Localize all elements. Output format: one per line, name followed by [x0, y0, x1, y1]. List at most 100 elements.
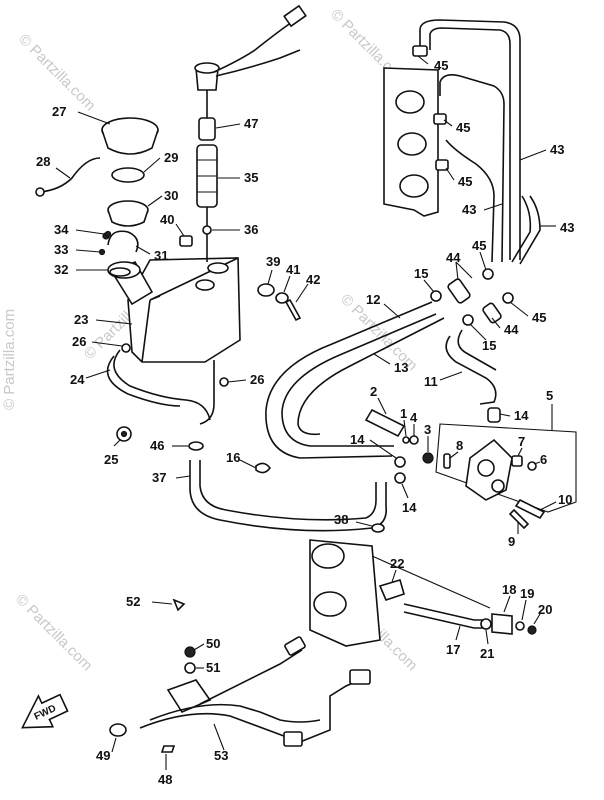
oil-cap-skirt: [101, 129, 159, 155]
callout-16: 16: [226, 450, 240, 465]
upper-port-2: [397, 132, 427, 156]
connector-bottom: [283, 731, 303, 747]
lead-23: [95, 319, 133, 325]
lead-44a: [455, 261, 473, 281]
lead-43b: [483, 203, 503, 211]
nut-3: [422, 452, 434, 464]
lead-43a: [519, 149, 547, 161]
lead-33: [75, 249, 101, 253]
grommet-39: [257, 283, 275, 297]
callout-45b: 45: [456, 120, 470, 135]
sensor-unit: [166, 679, 212, 714]
callout-29: 29: [164, 150, 178, 165]
callout-42: 42: [306, 272, 320, 287]
bolt-50: [184, 646, 196, 658]
lead-24: [85, 369, 111, 379]
lead-14a: [499, 413, 511, 417]
lead-37: [175, 475, 191, 479]
oil-level-sensor-grommet: [198, 117, 216, 141]
callout-20: 20: [538, 602, 552, 617]
lead-44b: [491, 317, 501, 329]
callout-41: 41: [286, 262, 300, 277]
lead-16: [239, 459, 257, 469]
lead-52: [151, 601, 173, 605]
callout-3: 3: [424, 422, 431, 437]
harness-53c: [199, 649, 303, 705]
pump-bracket-lines: [435, 423, 577, 513]
leader-lines: [55, 55, 557, 770]
cord-end: [35, 187, 45, 197]
callout-11: 11: [424, 374, 438, 389]
clip-14b: [394, 456, 406, 468]
harness-right: [299, 679, 361, 743]
callout-7: 7: [518, 434, 525, 449]
callout-45m: 45: [472, 238, 486, 253]
callout-10: 10: [558, 492, 572, 507]
screw-34: [104, 230, 112, 238]
callout-51: 51: [206, 660, 220, 675]
callout-26b: 26: [250, 372, 264, 387]
callout-14a: 14: [514, 408, 529, 423]
lead-2: [377, 397, 387, 415]
fitting-45d: [482, 268, 494, 280]
lead-1: [403, 419, 407, 437]
bolt-20: [527, 625, 537, 635]
callout-9: 9: [508, 534, 515, 549]
lead-45a: [417, 55, 429, 65]
lead-6: [533, 461, 541, 465]
lead-53: [213, 723, 225, 751]
callout-34: 34: [54, 222, 69, 237]
watermark-1: © Partzilla.com: [15, 31, 98, 114]
lead-29: [143, 157, 161, 173]
callout-14b: 14: [350, 432, 365, 447]
lead-13: [373, 353, 391, 365]
callout-6: 6: [540, 452, 547, 467]
lead-39: [267, 269, 273, 285]
long-hoses: [265, 301, 445, 459]
lower-block-group: [309, 539, 537, 647]
tank-mount-25-hole: [120, 430, 128, 438]
hose-13-outer: [297, 317, 445, 436]
callout-13: 13: [394, 360, 408, 375]
oring-4: [409, 435, 419, 445]
clip-15b: [462, 314, 474, 326]
upper-port-3: [399, 174, 429, 198]
callout-38: 38: [334, 512, 348, 527]
lead-47: [215, 123, 241, 129]
callouts: 27 28 29 30 34 33 32 31 23 26 24 25 26 4…: [36, 58, 574, 787]
lead-17: [455, 625, 461, 641]
cap-gasket: [111, 167, 145, 183]
cap-cord: [39, 157, 101, 193]
callout-26a: 26: [72, 334, 86, 349]
screw-52: [172, 598, 186, 612]
lead-26b: [227, 379, 247, 383]
watermark-3: © Partzilla.com: [1, 309, 18, 410]
callout-43b: 43: [462, 202, 476, 217]
lead-14b: [369, 439, 397, 459]
fitting-45e: [502, 292, 514, 304]
tank-drain-hose: [113, 349, 211, 421]
callout-12: 12: [366, 292, 380, 307]
sensor-connector: [283, 4, 307, 28]
callout-5: 5: [546, 388, 553, 403]
sensor-cap-top: [194, 62, 220, 74]
lead-22: [391, 569, 397, 583]
oil-pump-boss-1: [477, 459, 495, 477]
tank-port-2: [207, 262, 229, 274]
callout-40: 40: [160, 212, 174, 227]
lead-11: [439, 371, 463, 381]
callout-52: 52: [126, 594, 140, 609]
clip-26b: [219, 377, 229, 387]
callout-32: 32: [54, 262, 68, 277]
callout-43c: 43: [560, 220, 574, 235]
oil-strainer-body: [107, 209, 149, 227]
hose-43c: [445, 139, 495, 263]
washer-51: [184, 662, 196, 674]
callout-21: 21: [480, 646, 494, 661]
check-valve-44a: [447, 278, 471, 304]
bolt-10: [514, 498, 546, 520]
callout-17: 17: [446, 642, 460, 657]
tank-port: [195, 279, 215, 291]
hose-43a-inner: [429, 27, 511, 260]
